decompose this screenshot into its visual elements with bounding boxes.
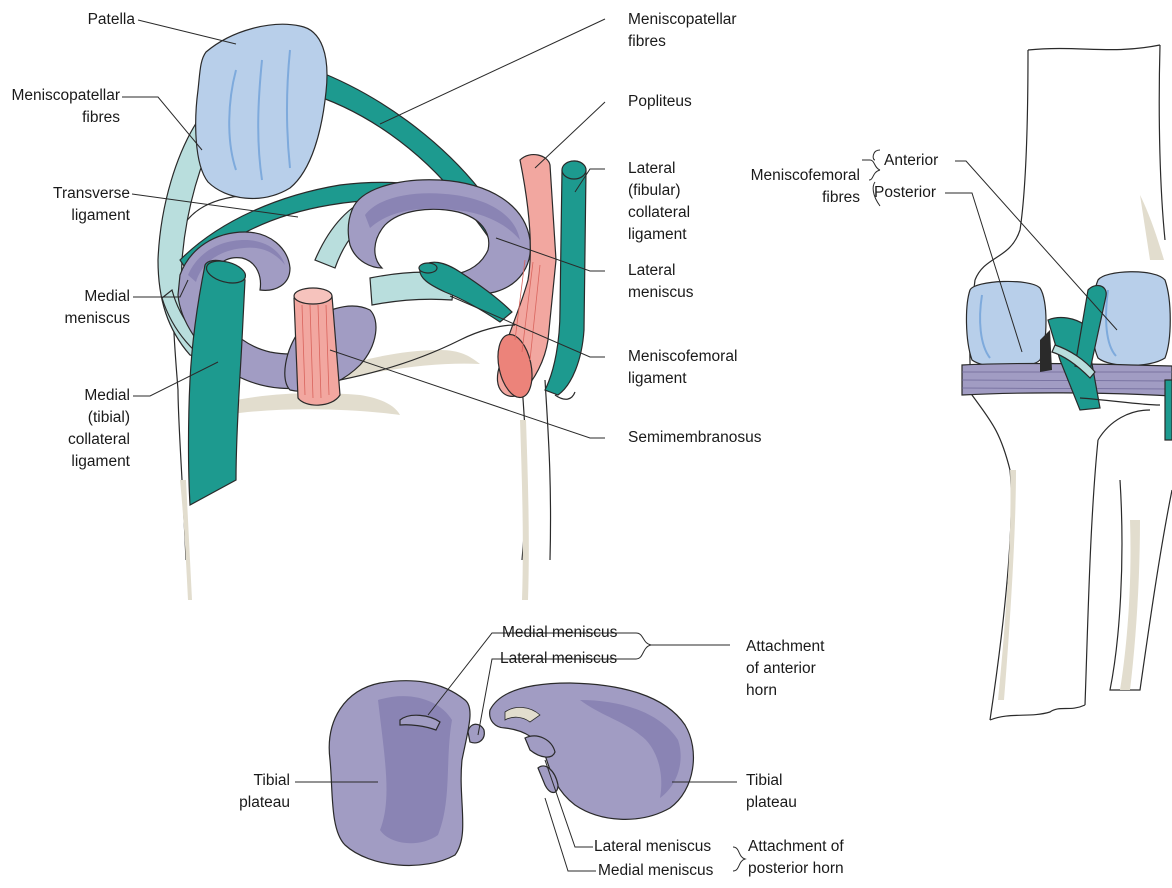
label-bottom-medial-meniscus: Medial meniscus [502, 622, 642, 644]
label-posterior-medial-meniscus: Medial meniscus [598, 860, 738, 882]
label-medial-meniscus: Medial meniscus [0, 286, 130, 330]
label-attachment-posterior-horn: Attachment of posterior horn [748, 836, 878, 880]
label-lateral-meniscus: Lateral meniscus [628, 260, 748, 304]
label-meniscofemoral-fibres: Meniscofemoral fibres [720, 165, 860, 209]
label-meniscofemoral-ligament: Meniscofemoral ligament [628, 346, 768, 390]
label-posterior-lateral-meniscus: Lateral meniscus [594, 836, 734, 858]
femoral-condyle-medial [966, 281, 1046, 367]
posterior-knee-view [962, 45, 1172, 720]
femoral-condyle-lateral [1092, 272, 1170, 366]
label-patella: Patella [20, 9, 135, 31]
label-popliteus: Popliteus [628, 91, 748, 113]
label-meniscopatellar-fibres-left: Meniscopatellar fibres [0, 85, 120, 129]
label-bottom-lateral-meniscus: Lateral meniscus [500, 648, 640, 670]
label-semimembranosus: Semimembranosus [628, 427, 788, 449]
label-attachment-anterior-horn: Attachment of anterior horn [746, 636, 856, 702]
label-medial-collateral-ligament: Medial (tibial) collateral ligament [0, 385, 130, 473]
label-tibial-plateau-right: Tibial plateau [746, 770, 846, 814]
label-tibial-plateau-left: Tibial plateau [190, 770, 290, 814]
semimembranosus [294, 289, 340, 405]
label-posterior: Posterior [874, 182, 954, 204]
label-transverse-ligament: Transverse ligament [0, 183, 130, 227]
label-meniscopatellar-fibres-top: Meniscopatellar fibres [628, 9, 778, 53]
label-anterior: Anterior [884, 150, 964, 172]
